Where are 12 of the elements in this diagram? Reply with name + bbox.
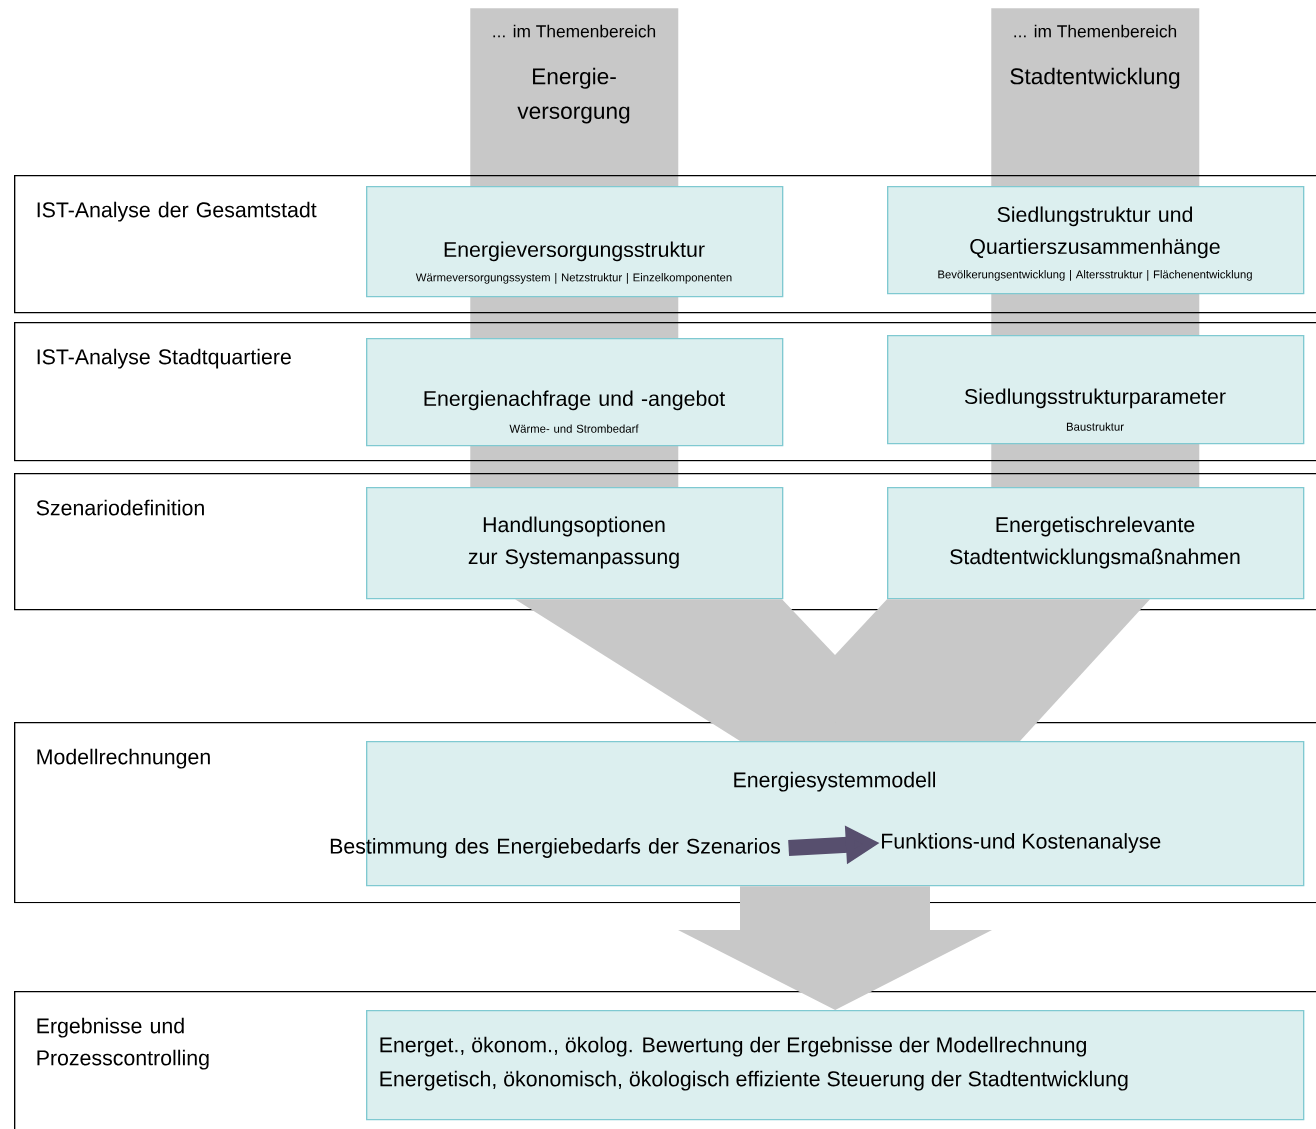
process-box: Energet., ökonom., ökolog. Bewertung der Ergebnisse der Modellrechnung Energetisch, ökonomisch, ökologisch effiziente Steuerung der Stadtentwicklung — [366, 1010, 1305, 1121]
process-box: Energetischrelevante Stadtentwicklungsmaßnahmen — [887, 487, 1305, 600]
step-text: Bestimmung des Energiebedarfs der Szenarios — [330, 838, 781, 858]
band-arrow — [835, 599, 1150, 741]
process-box: Handlungsoptionen zur Systemanpassung — [366, 487, 784, 600]
step-text: Funktions-und Kostenanalyse — [882, 833, 1161, 853]
process-box: Energieversorgungsstruktur Wärmeversorgungssystem | Netzstruktur | Einzelkomponenten — [366, 186, 784, 298]
band-arrow — [678, 886, 992, 1010]
process-box: Energienachfrage und -angebot Wärme- und Strombedarf — [366, 338, 784, 447]
band-arrow — [515, 599, 835, 741]
process-box: Siedlungsstrukturparameter Baustruktur — [887, 335, 1305, 445]
process-box: Siedlungstruktur und Quartierszusammenhänge Bevölkerungsentwicklung | Altersstruktur | Flächenentwicklung — [887, 186, 1305, 295]
